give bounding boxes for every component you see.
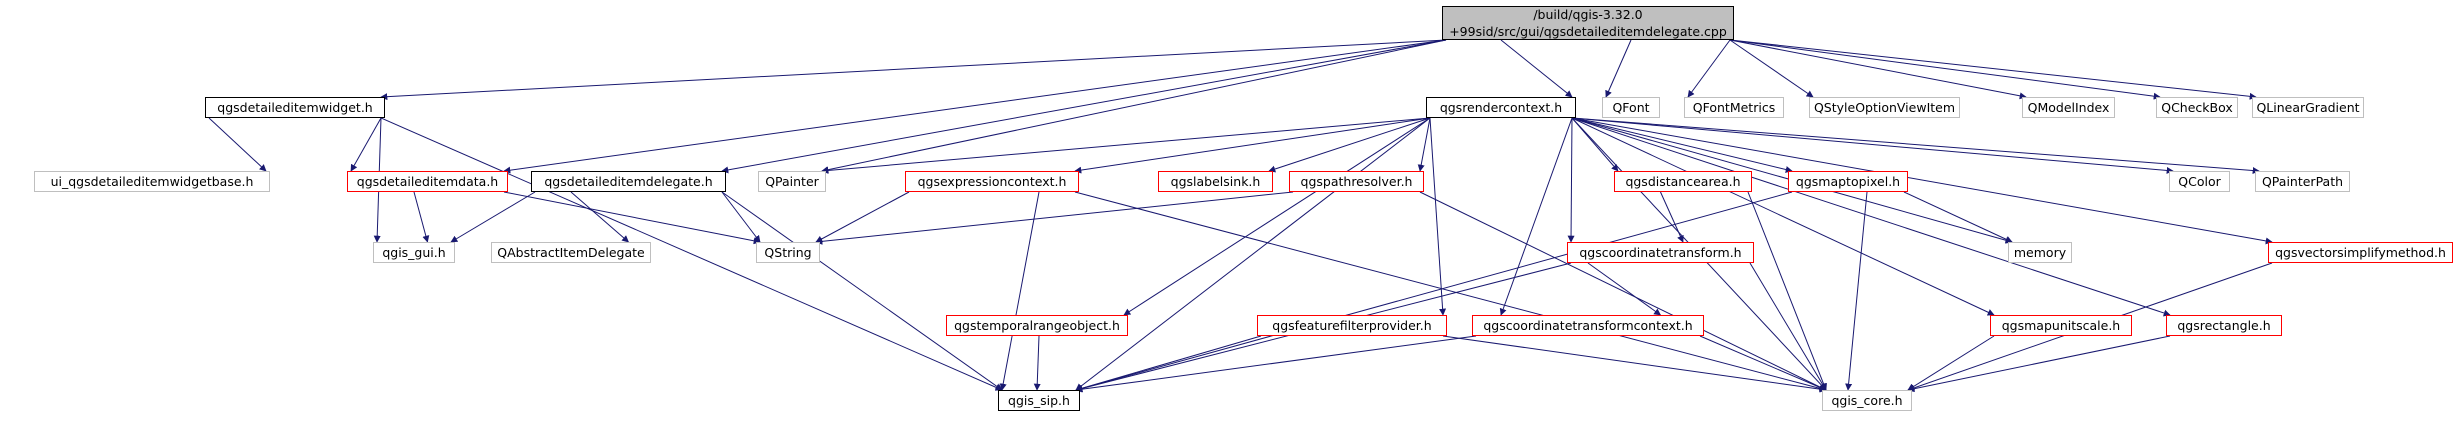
node-qgsexpressioncontext-h[interactable]: qgsexpressioncontext.h bbox=[905, 171, 1079, 192]
edge-qgsfeaturefilterprovider_h-to-qgis_core_h bbox=[1442, 335, 1827, 393]
edge-root-to-QStyleOptionViewItem bbox=[1729, 39, 1814, 98]
node-qgsrectangle-h[interactable]: qgsrectangle.h bbox=[2166, 315, 2282, 336]
edge-qgsdetaileditemdelegate_h-to-qgis_sip_h bbox=[721, 191, 1003, 391]
node-qcolor[interactable]: QColor bbox=[2169, 171, 2230, 192]
node-qgsfeaturefilterprovider-h[interactable]: qgsfeaturefilterprovider.h bbox=[1257, 315, 1447, 336]
edge-qgsmaptopixel_h-to-qgis_core_h bbox=[1845, 191, 1868, 391]
root-file-line1: /build/qgis-3.32.0 bbox=[1533, 7, 1643, 22]
node-qgstemporalrangeobject-h[interactable]: qgstemporalrangeobject.h bbox=[946, 315, 1128, 336]
edge-qgsrendercontext_h-to-qgscoordinatetransform_h bbox=[1567, 117, 1575, 243]
edge-qgsexpressioncontext_h-to-QString bbox=[815, 191, 910, 243]
edge-qgsrendercontext_h-to-qgslabelsink_h bbox=[1268, 117, 1431, 173]
node-qgslabelsink-h[interactable]: qgslabelsink.h bbox=[1158, 171, 1273, 192]
edge-qgsdetaileditemwidget_h-to-ui_qgsdetaileditemwidgetbase_h bbox=[208, 117, 267, 172]
node-qgscoordinatetransform-h[interactable]: qgscoordinatetransform.h bbox=[1567, 242, 1754, 263]
edge-qgsdistancearea_h-to-qgis_core_h bbox=[1747, 191, 1827, 391]
edge-qgscoordinatetransformcontext_h-to-qgis_sip_h bbox=[1075, 335, 1477, 393]
edge-root-to-QPainter bbox=[821, 39, 1447, 174]
edge-qgsdetaileditemdata_h-to-qgis_gui_h bbox=[413, 191, 430, 243]
node-qpainter[interactable]: QPainter bbox=[758, 171, 826, 192]
edge-qgsexpressioncontext_h-to-qgis_core_h bbox=[1074, 191, 1827, 392]
edge-qgsdetaileditemdata_h-to-QString bbox=[503, 191, 761, 245]
edge-qgsrendercontext_h-to-qgsvectorsimplifymethod_h bbox=[1571, 117, 2273, 245]
node-qstring[interactable]: QString bbox=[756, 242, 820, 263]
node-qgsdetaileditemdata-h[interactable]: qgsdetaileditemdata.h bbox=[347, 171, 508, 192]
edge-qgscoordinatetransform_h-to-qgscoordinatetransformcontext_h bbox=[1587, 262, 1662, 316]
edge-qgstemporalrangeobject_h-to-qgis_sip_h bbox=[1033, 335, 1041, 391]
root-file-node[interactable]: /build/qgis-3.32.0 +99sid/src/gui/qgsdet… bbox=[1442, 6, 1734, 40]
edge-qgsrendercontext_h-to-QColor bbox=[1571, 117, 2174, 174]
edge-qgsdetaileditemdelegate_h-to-qgis_gui_h bbox=[450, 191, 536, 243]
edge-qgsrendercontext_h-to-QPainterPath bbox=[1571, 117, 2260, 175]
edge-qgsrendercontext_h-to-qgsmapunitscale_h bbox=[1571, 117, 1995, 316]
edge-qgsrendercontext_h-to-qgsexpressioncontext_h bbox=[1074, 117, 1431, 174]
edge-qgsdetaileditemdelegate_h-to-QString bbox=[721, 191, 761, 243]
node-qgsdistancearea-h[interactable]: qgsdistancearea.h bbox=[1614, 171, 1752, 192]
edge-qgsrendercontext_h-to-qgis_sip_h bbox=[1075, 117, 1431, 391]
edge-qgsrendercontext_h-to-QPainter bbox=[821, 117, 1431, 174]
node-qpainterpath[interactable]: QPainterPath bbox=[2255, 171, 2350, 192]
edge-qgsrendercontext_h-to-qgsrectangle_h bbox=[1571, 117, 2171, 317]
edge-qgsexpressioncontext_h-to-qgis_sip_h bbox=[999, 191, 1040, 391]
node-qlineargradient[interactable]: QLinearGradient bbox=[2252, 97, 2364, 118]
edge-qgsdetaileditemdelegate_h-to-QAbstractItemDelegate bbox=[570, 191, 630, 243]
edge-qgsrendercontext_h-to-qgstemporalrangeobject_h bbox=[1123, 117, 1431, 316]
edge-qgsrendercontext_h-to-qgsmaptopixel_h bbox=[1571, 117, 1793, 173]
node-qgsvectorsimplifymethod-h[interactable]: qgsvectorsimplifymethod.h bbox=[2268, 242, 2453, 263]
node-qgis-gui-h[interactable]: qgis_gui.h bbox=[373, 242, 455, 263]
edge-qgspathresolver_h-to-QString bbox=[815, 191, 1294, 245]
edge-qgsmaptopixel_h-to-memory bbox=[1903, 191, 2013, 243]
node-qgsdetaileditemwidget-h[interactable]: qgsdetaileditemwidget.h bbox=[205, 97, 385, 118]
edge-root-to-QModelIndex bbox=[1729, 39, 2027, 100]
edge-qgsrectangle_h-to-qgis_core_h bbox=[1907, 335, 2171, 393]
node-qgis-core-h[interactable]: qgis_core.h bbox=[1822, 390, 1912, 411]
edge-root-to-QCheckBox bbox=[1729, 39, 2161, 100]
node-qmodelindex[interactable]: QModelIndex bbox=[2022, 97, 2115, 118]
node-qgsrendercontext-h[interactable]: qgsrendercontext.h bbox=[1426, 97, 1576, 118]
edge-qgsrendercontext_h-to-qgscoordinatetransformcontext_h bbox=[1499, 117, 1573, 316]
edge-root-to-QFont bbox=[1605, 39, 1632, 98]
edge-qgsmaptopixel_h-to-qgis_sip_h bbox=[1075, 191, 1793, 392]
edge-qgsdetaileditemwidget_h-to-qgsdetaileditemdata_h bbox=[350, 117, 382, 172]
edge-root-to-qgsdetaileditemdelegate_h bbox=[721, 39, 1447, 174]
edge-qgscoordinatetransform_h-to-qgis_core_h bbox=[1749, 262, 1827, 391]
root-file-line2: +99sid/src/gui/qgsdetaileditemdelegate.c… bbox=[1449, 24, 1727, 39]
node-memory[interactable]: memory bbox=[2008, 242, 2072, 263]
edge-qgscoordinatetransformcontext_h-to-qgis_core_h bbox=[1699, 335, 1827, 391]
node-ui-qgsdetaileditemwidgetbase-h[interactable]: ui_qgsdetaileditemwidgetbase.h bbox=[34, 171, 270, 192]
edge-qgsdistancearea_h-to-qgscoordinatetransform_h bbox=[1660, 191, 1684, 243]
node-qfontmetrics[interactable]: QFontMetrics bbox=[1684, 97, 1784, 118]
edge-root-to-qgsdetaileditemwidget_h bbox=[380, 39, 1447, 101]
edge-qgsrendercontext_h-to-qgspathresolver_h bbox=[1417, 117, 1431, 172]
node-qgsdetaileditemdelegate-h[interactable]: qgsdetaileditemdelegate.h bbox=[531, 171, 726, 192]
node-qgspathresolver-h[interactable]: qgspathresolver.h bbox=[1289, 171, 1424, 192]
node-qfont[interactable]: QFont bbox=[1602, 97, 1660, 118]
node-qstyleoptionviewitem[interactable]: QStyleOptionViewItem bbox=[1809, 97, 1960, 118]
node-qcheckbox[interactable]: QCheckBox bbox=[2156, 97, 2238, 118]
node-qgscoordinatetransformcontext-h[interactable]: qgscoordinatetransformcontext.h bbox=[1472, 315, 1704, 336]
node-qgsmaptopixel-h[interactable]: qgsmaptopixel.h bbox=[1788, 171, 1908, 192]
node-qgsmapunitscale-h[interactable]: qgsmapunitscale.h bbox=[1990, 315, 2132, 336]
edge-root-to-qgsdetaileditemdata_h bbox=[503, 39, 1447, 174]
edge-qgsrendercontext_h-to-qgsfeaturefilterprovider_h bbox=[1429, 117, 1447, 316]
edge-qgsmapunitscale_h-to-qgis_core_h bbox=[1907, 335, 1995, 391]
edge-root-to-QLinearGradient bbox=[1729, 39, 2257, 100]
edge-root-to-qgsrendercontext_h bbox=[1500, 39, 1573, 98]
node-qabstractitemdelegate[interactable]: QAbstractItemDelegate bbox=[491, 242, 651, 263]
edge-root-to-QFontMetrics bbox=[1687, 39, 1731, 98]
edge-qgsfeaturefilterprovider_h-to-qgis_sip_h bbox=[1075, 335, 1262, 392]
edge-qgspathresolver_h-to-qgis_core_h bbox=[1419, 191, 1827, 391]
edge-qgsdetaileditemwidget_h-to-qgis_sip_h bbox=[380, 117, 1003, 391]
node-qgis-sip-h[interactable]: qgis_sip.h bbox=[998, 390, 1080, 411]
